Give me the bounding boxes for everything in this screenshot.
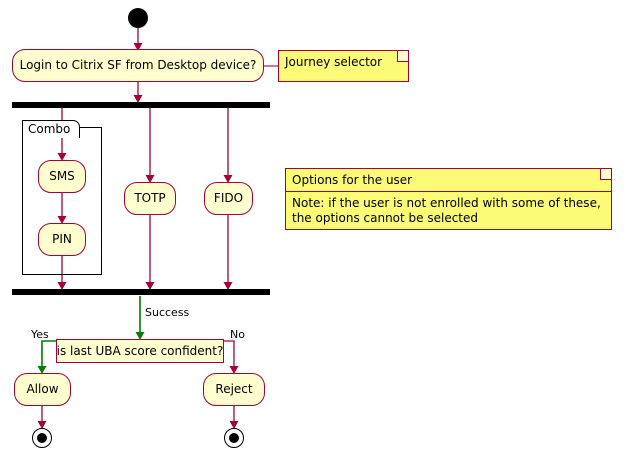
activity-sms[interactable]: SMS bbox=[38, 160, 86, 193]
activity-fido[interactable]: FIDO bbox=[204, 182, 253, 215]
join-bar bbox=[12, 289, 270, 295]
note-fold-icon bbox=[600, 169, 611, 180]
end-node-allow-center bbox=[37, 433, 47, 443]
edge-label-success: Success bbox=[145, 306, 190, 319]
activity-totp[interactable]: TOTP bbox=[124, 182, 176, 215]
edge-label-yes: Yes bbox=[31, 328, 49, 341]
edge-label-no: No bbox=[230, 328, 245, 341]
end-node-reject-center bbox=[229, 433, 239, 443]
fork-bar bbox=[12, 102, 270, 108]
note-journey-selector: Journey selector bbox=[278, 50, 409, 82]
start-node bbox=[128, 8, 148, 28]
activity-reject[interactable]: Reject bbox=[203, 373, 265, 406]
activity-pin[interactable]: PIN bbox=[38, 223, 86, 256]
note-options: Options for the user Note: if the user i… bbox=[285, 168, 612, 230]
note-options-body: Note: if the user is not enrolled with s… bbox=[292, 196, 601, 225]
activity-login[interactable]: Login to Citrix SF from Desktop device? bbox=[12, 49, 264, 82]
note-journey-selector-text: Journey selector bbox=[285, 55, 383, 69]
group-combo-label: Combo bbox=[22, 120, 80, 138]
note-options-title: Options for the user bbox=[286, 169, 611, 192]
note-fold-icon bbox=[397, 51, 408, 62]
decision-uba-score[interactable]: is last UBA score confident? bbox=[56, 339, 224, 363]
activity-allow[interactable]: Allow bbox=[14, 373, 71, 406]
